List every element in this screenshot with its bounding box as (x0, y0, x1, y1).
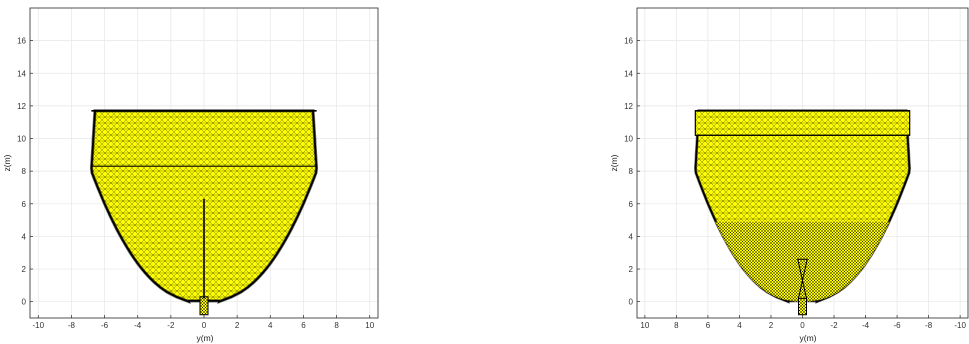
x-axis-label: y(m) (197, 333, 214, 343)
x-tick-label: -8 (925, 321, 933, 330)
y-tick-label: 0 (629, 298, 634, 307)
x-tick-label: -4 (862, 321, 870, 330)
y-tick-label: 2 (629, 265, 634, 274)
y-tick-label: 6 (22, 200, 27, 209)
x-tick-label: -6 (101, 321, 109, 330)
x-tick-label: -6 (894, 321, 902, 330)
x-tick-label: 6 (706, 321, 711, 330)
y-axis-label: z(m) (609, 154, 619, 171)
x-tick-label: 10 (640, 321, 649, 330)
y-tick-label: 0 (22, 298, 27, 307)
hull-outline-dense (693, 109, 912, 304)
y-tick-label: 12 (624, 102, 633, 111)
x-tick-label: 10 (365, 321, 374, 330)
y-tick-label: 14 (624, 69, 633, 78)
y-tick-label: 6 (629, 200, 634, 209)
x-tick-label: -10 (954, 321, 966, 330)
x-tick-label: 2 (769, 321, 774, 330)
y-tick-label: 12 (17, 102, 26, 111)
x-tick-label: 2 (235, 321, 240, 330)
skeg (199, 296, 209, 316)
x-tick-label: 6 (301, 321, 306, 330)
y-tick-label: 4 (629, 232, 634, 241)
skeg-upper (797, 258, 808, 299)
y-tick-label: 10 (624, 135, 633, 144)
x-tick-label: 0 (202, 321, 207, 330)
x-tick-label: -4 (134, 321, 142, 330)
chart-hull-section-front: -10 -8 -6 -4 -2 0 2 4 6 8 10 0 2 4 6 8 10 12 14 16 y(m) z(m) (2, 7, 379, 343)
y-tick-label: 8 (22, 167, 27, 176)
x-tick-label: 4 (737, 321, 742, 330)
chart-hull-section-rear: 10 8 6 4 2 0 -2 -4 -6 -8 -10 0 2 4 6 8 10 12 14 16 y(m) z(m) (609, 7, 969, 343)
skeg (798, 296, 807, 316)
y-tick-label: 16 (17, 37, 26, 46)
x-tick-label: 8 (334, 321, 339, 330)
y-tick-label: 4 (22, 232, 27, 241)
x-tick-label: -2 (167, 321, 175, 330)
hull-outline-dense (89, 109, 319, 305)
y-axis-label: z(m) (2, 154, 12, 171)
deck-band (694, 110, 911, 136)
x-tick-label: -2 (830, 321, 838, 330)
y-tick-label: 14 (17, 69, 26, 78)
y-tick-label: 16 (624, 37, 633, 46)
y-tick-label: 10 (17, 135, 26, 144)
x-tick-label: 0 (800, 321, 805, 330)
x-tick-label: -10 (33, 321, 45, 330)
y-tick-label: 2 (22, 265, 27, 274)
x-tick-label: 8 (674, 321, 679, 330)
y-tick-label: 8 (629, 167, 634, 176)
x-tick-label: 4 (268, 321, 273, 330)
x-tick-label: -8 (68, 321, 76, 330)
x-axis-label: y(m) (800, 333, 817, 343)
